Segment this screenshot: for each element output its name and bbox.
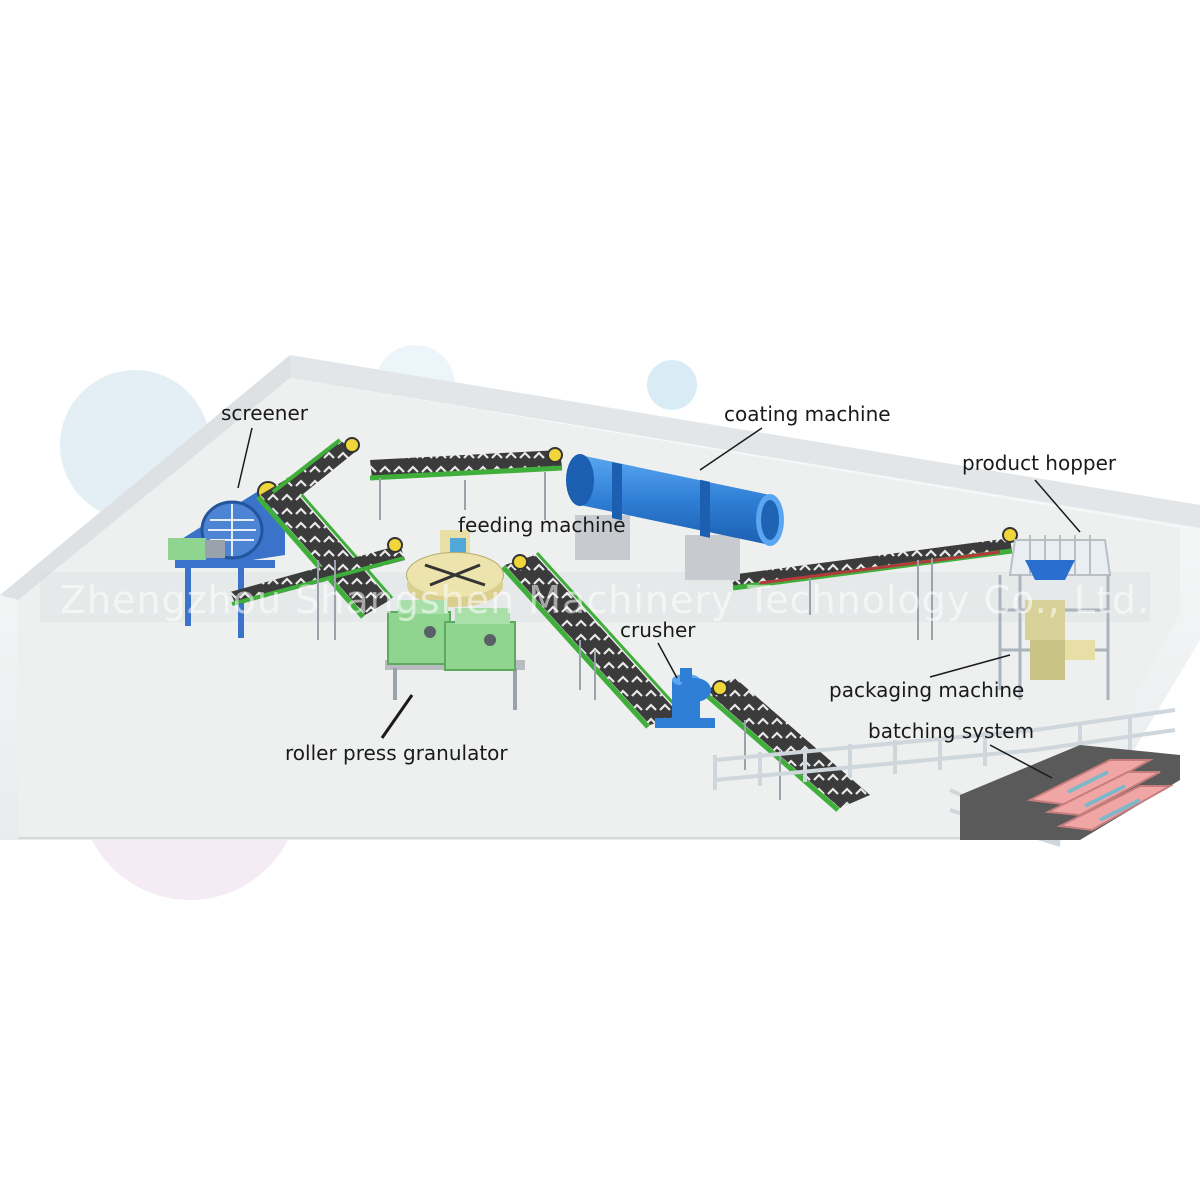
feeding-machine [406, 530, 504, 607]
floor-slab [0, 355, 1200, 840]
conveyor-supports [317, 472, 933, 800]
label-crusher: crusher [620, 618, 696, 642]
label-screener: screener [221, 401, 309, 425]
label-batching-system: batching system [868, 719, 1035, 743]
conveyor-belts [230, 437, 1018, 812]
label-packaging-machine: packaging machine [829, 678, 1025, 702]
watermark-text: Zhengzhou Shangshen Machinery Technology… [60, 578, 1151, 622]
batching-system [960, 745, 1180, 840]
label-roller-press-granulator: roller press granulator [285, 741, 508, 765]
callout-leader-lines [237, 427, 1081, 779]
watermark-band [40, 572, 1150, 622]
label-feeding-machine: feeding machine [458, 513, 626, 537]
roller-press-granulator [385, 600, 525, 710]
label-coating-machine: coating machine [724, 402, 891, 426]
coating-machine [566, 454, 784, 580]
crusher-machine [655, 668, 715, 728]
product-hopper-tower [998, 535, 1112, 700]
label-product-hopper: product hopper [962, 451, 1117, 475]
